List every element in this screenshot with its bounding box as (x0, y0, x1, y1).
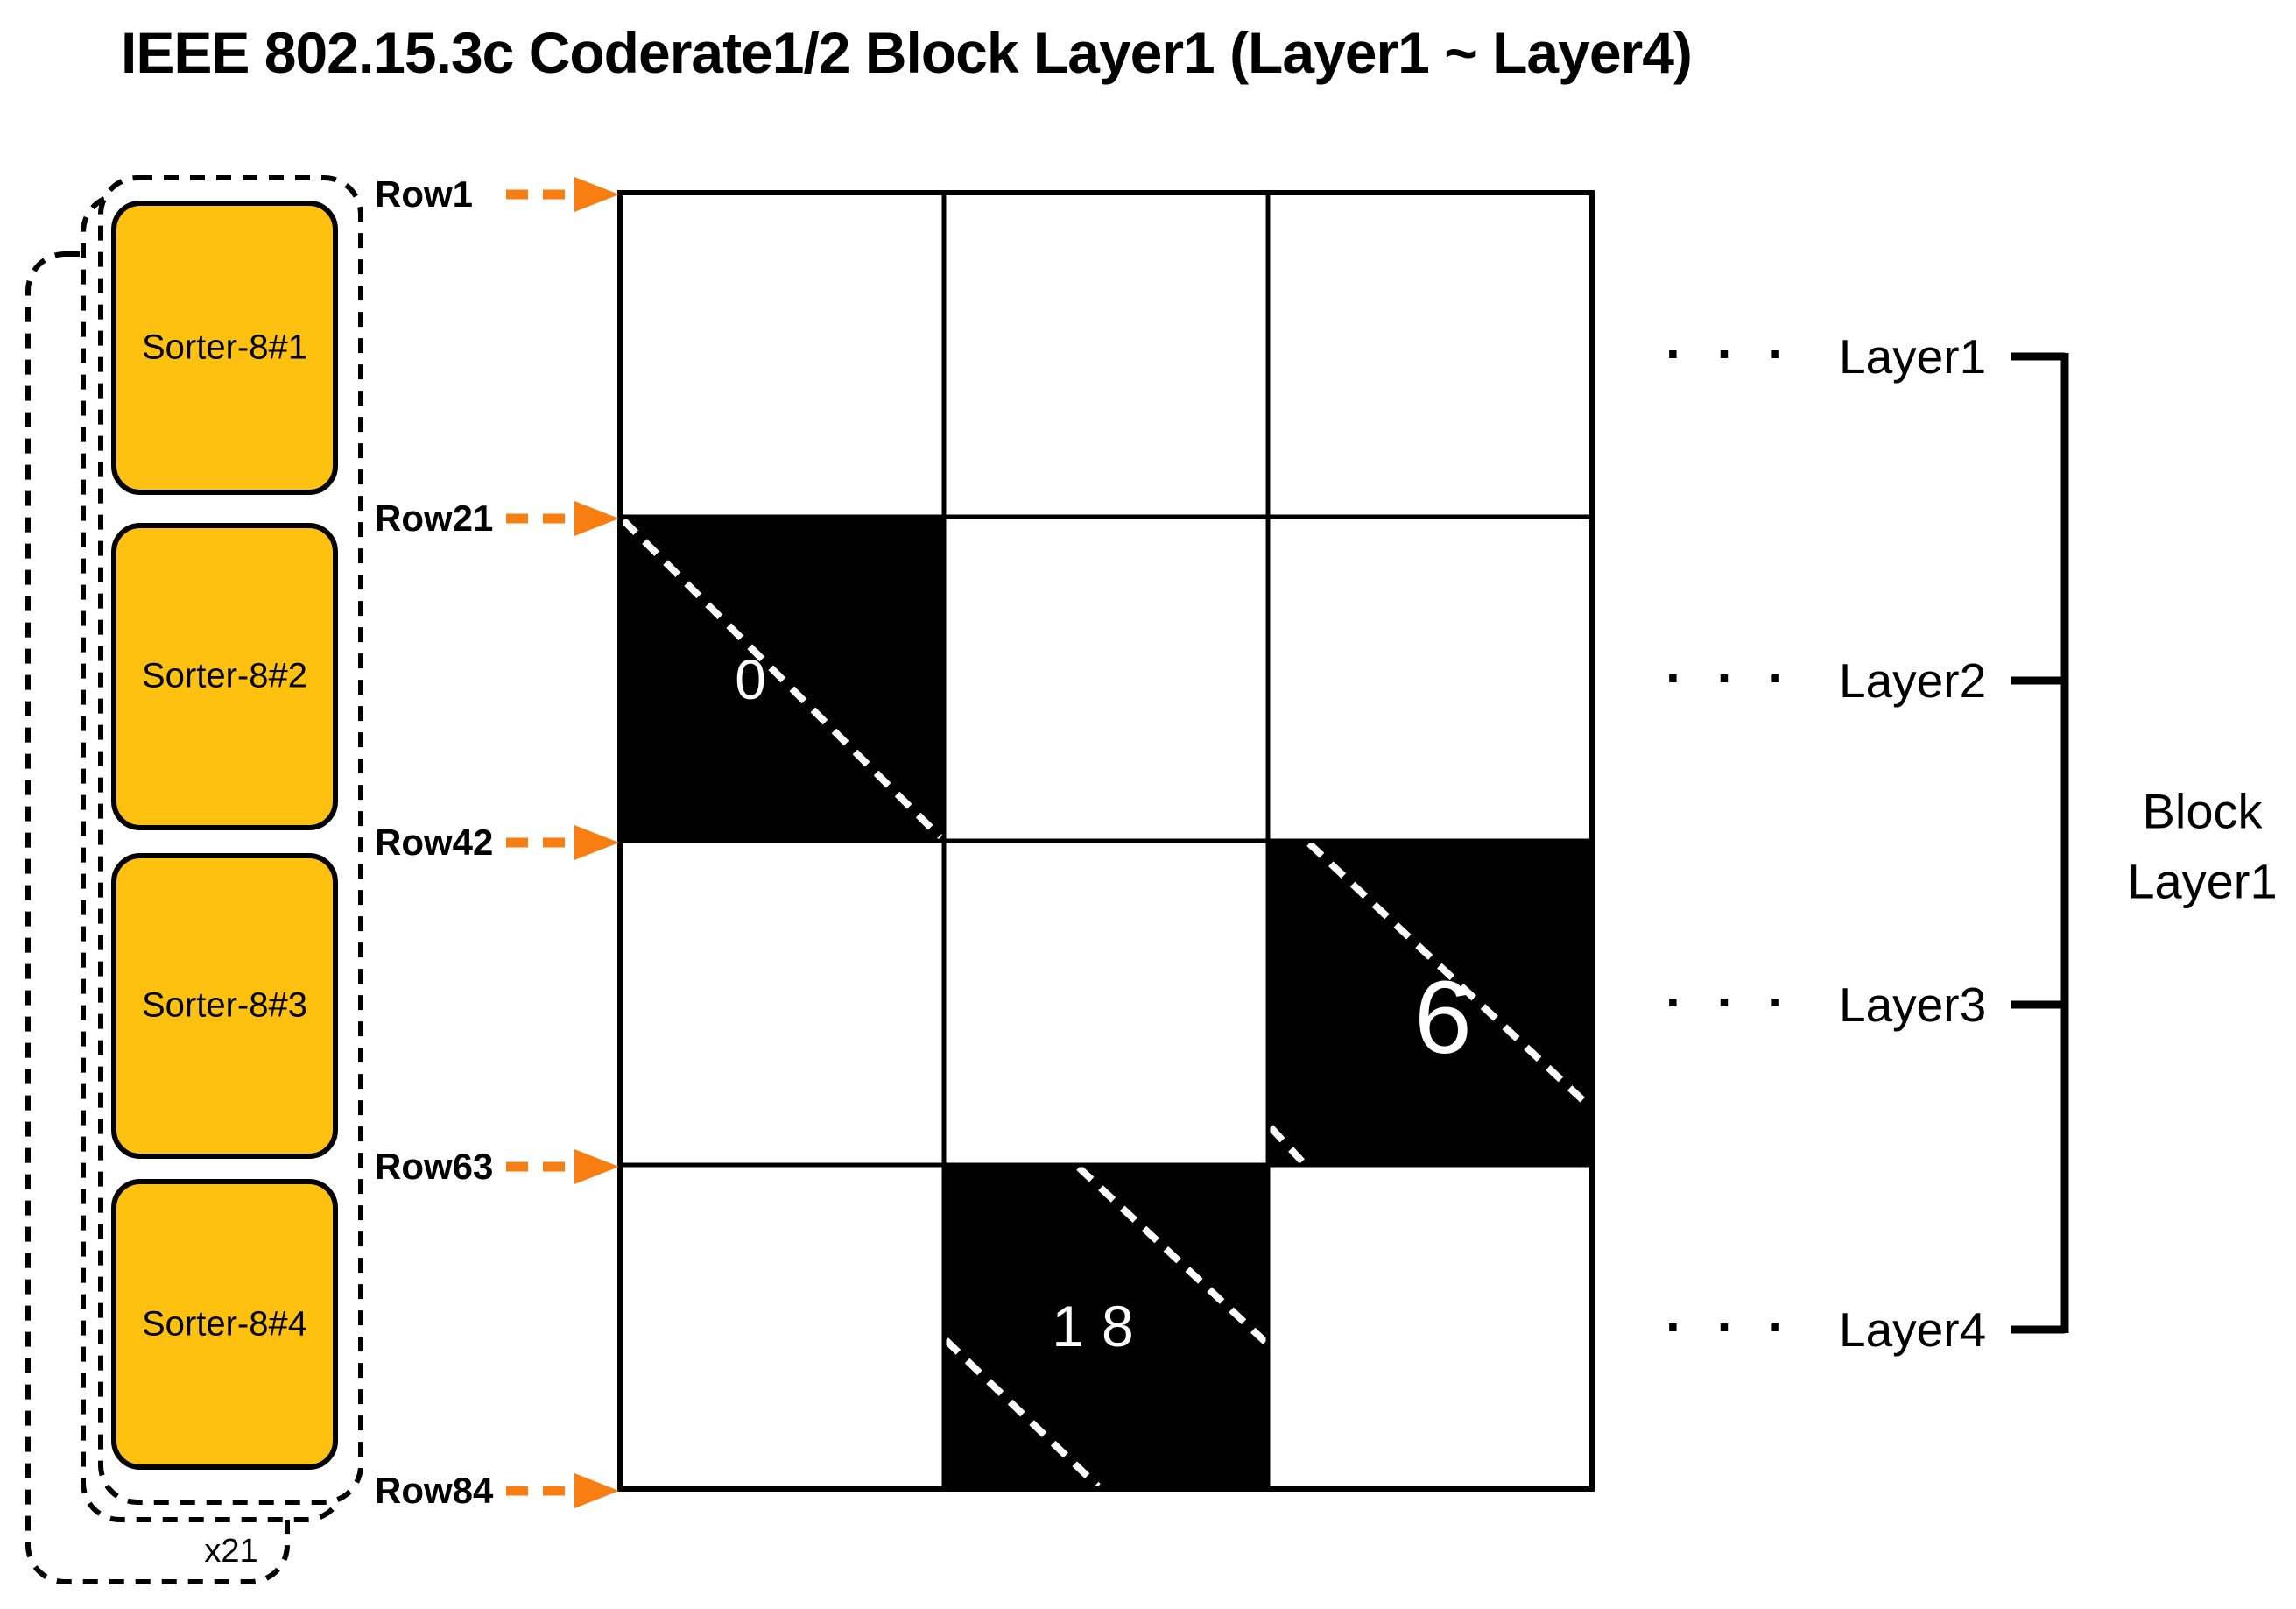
sorter-2-label: Sorter-8#2 (142, 656, 307, 695)
layer3-label: Layer3 (1839, 977, 1987, 1032)
diagonal-shift6-main (1306, 841, 1592, 1109)
block-layer1-line2: Layer1 (2127, 853, 2278, 908)
sorter-box-3 (111, 853, 338, 1159)
row21-label: Row21 (375, 498, 494, 539)
layer2-label: Layer2 (1839, 653, 1987, 708)
sorter-3-label: Sorter-8#3 (142, 985, 307, 1025)
block-layer1-line1: Block (2142, 783, 2263, 839)
shift-value-6: 6 (1414, 960, 1472, 1076)
row1-arrow (506, 177, 619, 212)
row84-label: Row84 (375, 1470, 494, 1511)
row42-arrow (506, 825, 619, 860)
row42-label: Row42 (375, 822, 494, 863)
diagonal-shift6-wrap (1268, 1125, 1305, 1164)
layer1-label: Layer1 (1839, 329, 1987, 384)
diagonal-shift0 (621, 518, 943, 840)
layer4-label: Layer4 (1839, 1302, 1987, 1357)
block-layer-bracket (2011, 352, 2069, 1334)
sorter-box-4 (111, 1179, 338, 1470)
ellipsis-dots: · · · (1666, 324, 1786, 384)
row21-arrow (506, 501, 619, 536)
diagram-title: IEEE 802.15.3c Coderate1/2 Block Layer1 … (121, 20, 1693, 85)
row63-arrow (506, 1149, 619, 1184)
row1-label: Row1 (375, 173, 474, 215)
shift-value-0: 0 (735, 648, 766, 711)
stack-repeat-label: x21 (204, 1533, 258, 1570)
row63-label: Row63 (375, 1146, 494, 1187)
sorter-stack-outline-front (98, 175, 363, 1505)
sorter-1-label: Sorter-8#1 (142, 328, 307, 367)
block-layer1-label: Block Layer1 (2080, 776, 2296, 915)
matrix-cell-shift18 (944, 1165, 1268, 1489)
sorter-box-1 (111, 201, 338, 495)
shift-value-18: 18 (1052, 1294, 1152, 1358)
row84-arrow (506, 1473, 619, 1508)
sorter-4-label: Sorter-8#4 (142, 1304, 307, 1344)
diagonal-shift18-main (1076, 1165, 1268, 1344)
matrix-cell-shift6 (1268, 841, 1592, 1165)
diagonal-shift18-wrap (943, 1337, 1101, 1489)
ellipsis-dots: · · · (1666, 972, 1786, 1032)
ellipsis-dots: · · · (1666, 648, 1786, 708)
ellipsis-dots: · · · (1666, 1297, 1786, 1357)
sorter-box-2 (111, 523, 338, 830)
